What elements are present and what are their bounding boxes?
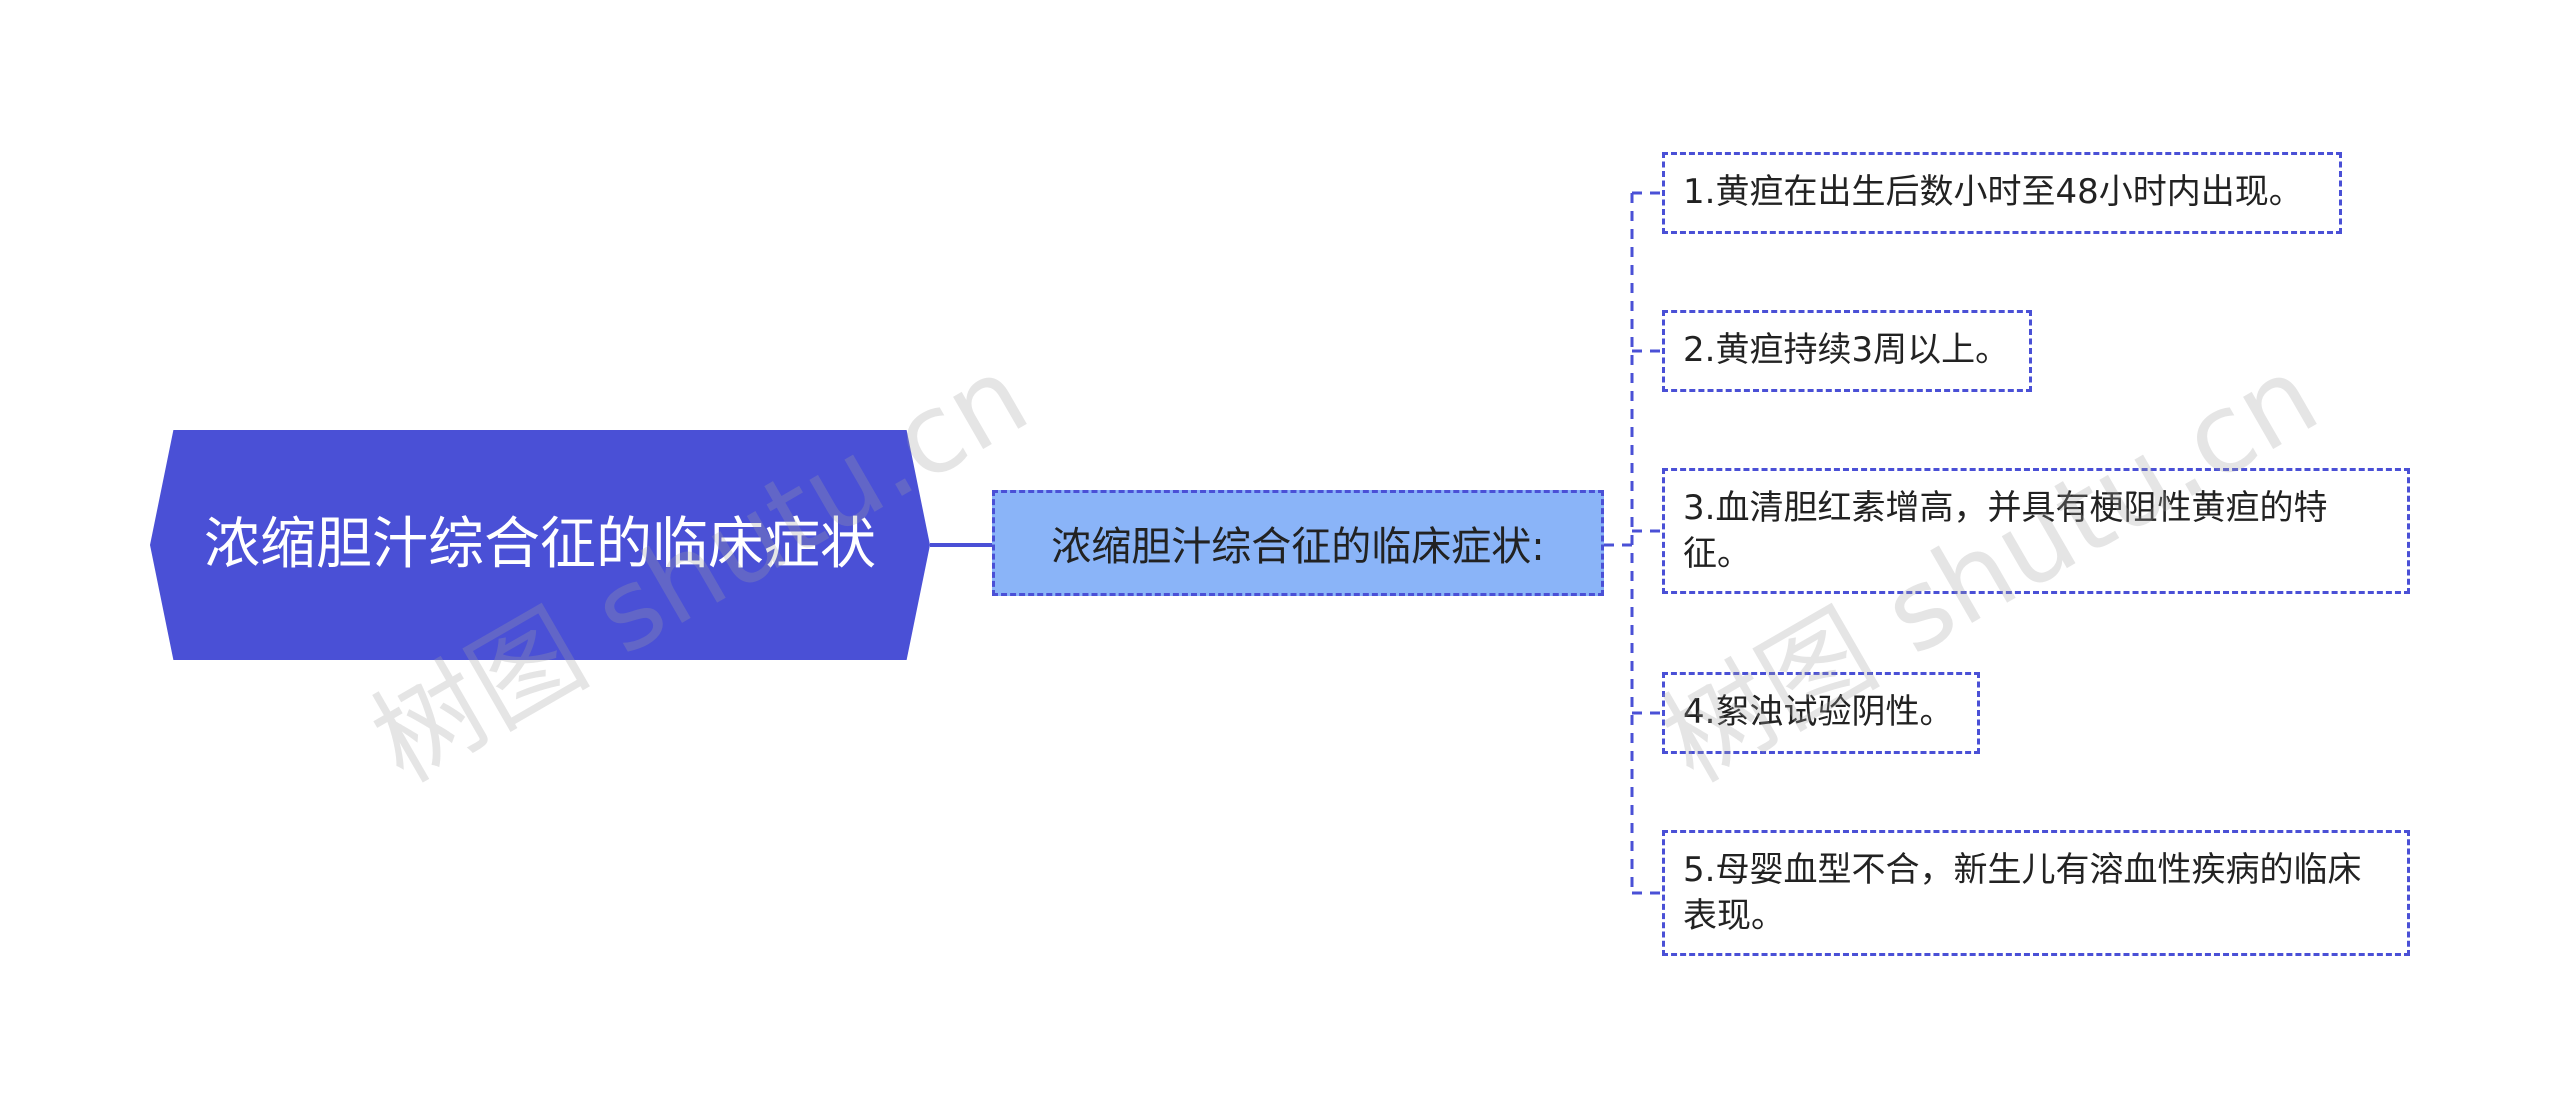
leaf-label-5: 5.母婴血型不合，新生儿有溶血性疾病的临床表现。 — [1683, 850, 2362, 936]
root-label: 浓缩胆汁综合征的临床症状 — [204, 512, 876, 577]
leaf-label-3: 3.血清胆红素增高，并具有梗阻性黄疸的特征。 — [1683, 488, 2328, 574]
leaf-node-5[interactable]: 5.母婴血型不合，新生儿有溶血性疾病的临床表现。 — [1662, 830, 2410, 956]
branch-label: 浓缩胆汁综合征的临床症状: — [1051, 524, 1545, 570]
leaf-node-2[interactable]: 2.黄疸持续3周以上。 — [1662, 310, 2032, 392]
leaf-label-1: 1.黄疸在出生后数小时至48小时内出现。 — [1683, 172, 2303, 212]
root-node[interactable]: 浓缩胆汁综合征的临床症状 — [150, 430, 930, 660]
leaf-node-4[interactable]: 4.絮浊试验阴性。 — [1662, 672, 1980, 754]
leaf-label-2: 2.黄疸持续3周以上。 — [1683, 330, 2010, 370]
leaf-node-1[interactable]: 1.黄疸在出生后数小时至48小时内出现。 — [1662, 152, 2342, 234]
branch-node[interactable]: 浓缩胆汁综合征的临床症状: — [992, 490, 1604, 596]
leaf-label-4: 4.絮浊试验阴性。 — [1683, 692, 1954, 732]
leaf-node-3[interactable]: 3.血清胆红素增高，并具有梗阻性黄疸的特征。 — [1662, 468, 2410, 594]
